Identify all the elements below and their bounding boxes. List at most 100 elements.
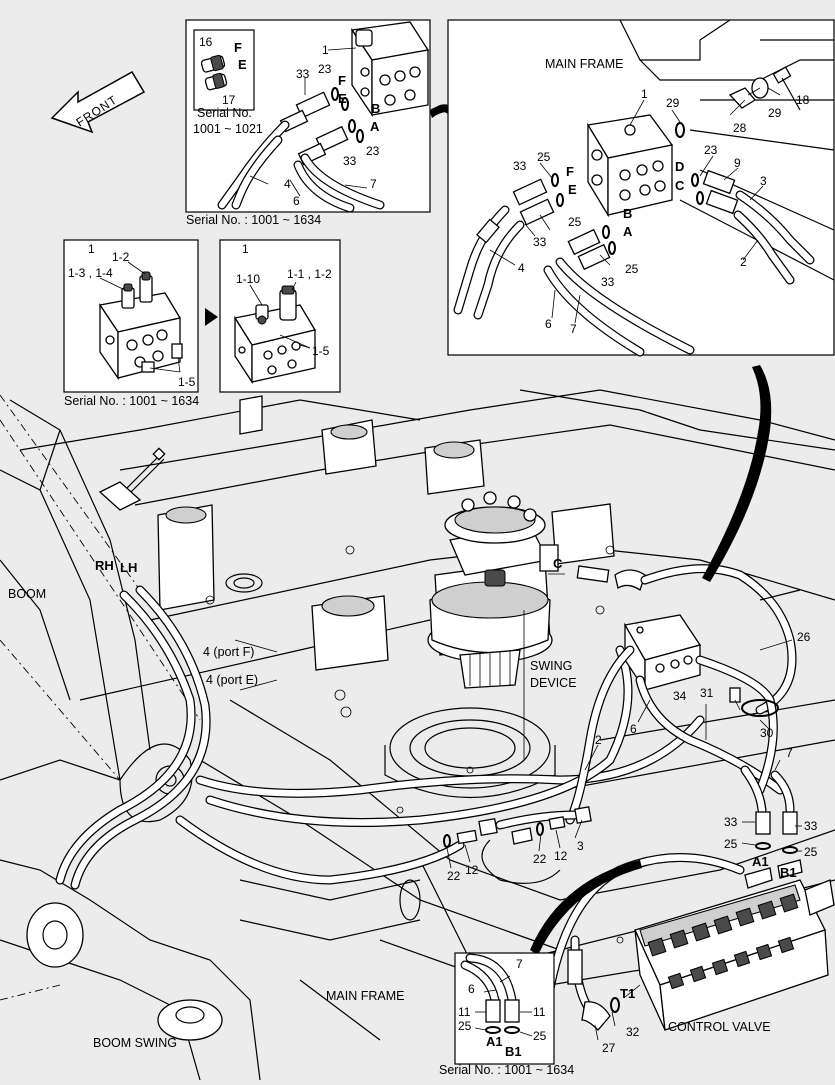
bottom-inset-title: MAIN FRAME <box>326 989 404 1003</box>
label-7-main: 7 <box>786 746 793 760</box>
mf-label-28: 28 <box>733 121 747 135</box>
vr-label-1-1-1-2: 1-1 , 1-2 <box>287 267 332 281</box>
label-17: 17 <box>222 93 236 107</box>
inset-main-frame-labels: MAIN FRAME 1 29 18 28 29 33 25 F E 25 33… <box>513 57 810 336</box>
main-frame-title: MAIN FRAME <box>545 57 623 71</box>
label-25-right: 25 <box>804 845 818 859</box>
label-port-a-top: A <box>370 119 380 134</box>
mf-label-29b: 29 <box>768 106 782 120</box>
label-33-top-b: 33 <box>343 154 357 168</box>
label-23-top-b: 23 <box>366 144 380 158</box>
port-c-fitting <box>576 564 801 715</box>
label-31: 31 <box>700 686 714 700</box>
label-33-top: 33 <box>296 67 310 81</box>
inset-valve-left-labels: 1 1-2 1-3 , 1-4 1-5 Serial No. : 1001 ~ … <box>64 242 199 408</box>
inset-top-caption: Serial No. : 1001 ~ 1634 <box>186 213 321 227</box>
mf-label-3: 3 <box>760 174 767 188</box>
label-3-main: 3 <box>577 839 584 853</box>
vl-label-1: 1 <box>88 242 95 256</box>
swing-device <box>427 491 559 760</box>
bi-label-11-right: 11 <box>533 1005 546 1019</box>
label-33-left: 33 <box>724 815 738 829</box>
hose-3-with-fittings <box>443 806 592 884</box>
inset-bottom <box>454 952 555 1065</box>
label-34: 34 <box>673 689 687 703</box>
label-12-left: 12 <box>465 863 479 877</box>
vr-label-1-10: 1-10 <box>236 272 260 286</box>
bi-label-b1: B1 <box>505 1044 522 1059</box>
mf-label-1: 1 <box>641 87 648 101</box>
label-port-c: C <box>553 556 563 571</box>
mf-port-b: B <box>623 206 632 221</box>
mf-label-2: 2 <box>740 255 747 269</box>
control-valve <box>634 859 835 1031</box>
bi-label-a1: A1 <box>486 1034 503 1049</box>
label-port-e-hose: 4 (port E) <box>206 673 258 687</box>
label-control-valve: CONTROL VALVE <box>668 1020 771 1034</box>
mf-port-d: D <box>675 159 684 174</box>
label-33-right: 33 <box>804 819 818 833</box>
mf-label-33a: 33 <box>513 159 527 173</box>
label-rh: RH <box>95 558 114 573</box>
label-a1: A1 <box>752 854 769 869</box>
mf-port-f: F <box>566 164 574 179</box>
mf-label-25a: 25 <box>537 150 551 164</box>
inset-top-labels: 16 F E 17 1 33 23 F E B A 33 23 4 6 7 Se… <box>186 35 380 227</box>
inset-valve-right <box>219 239 341 393</box>
mf-port-e: E <box>568 182 577 197</box>
inset-top <box>185 19 431 213</box>
label-2-main: 2 <box>595 733 602 747</box>
label-12-right: 12 <box>554 849 568 863</box>
label-4-top: 4 <box>284 177 291 191</box>
label-port-e-top: E <box>338 91 347 106</box>
inset-valve-left <box>63 239 199 393</box>
mf-label-33b: 33 <box>533 235 547 249</box>
label-30: 30 <box>760 726 774 740</box>
label-1-top: 1 <box>322 43 329 57</box>
bi-label-7: 7 <box>516 957 523 971</box>
arrow-right-icon <box>205 308 218 326</box>
vl-label-1-5: 1-5 <box>178 375 196 389</box>
label-port-f-sub: F <box>234 40 242 55</box>
label-boom-swing: BOOM SWING <box>93 1036 177 1050</box>
vr-label-1-5: 1-5 <box>312 344 330 358</box>
mf-port-c: C <box>675 178 685 193</box>
label-port-f-top: F <box>338 73 346 88</box>
label-t1: T1 <box>620 986 635 1001</box>
sub-serial-line-2: 1001 ~ 1021 <box>193 122 263 136</box>
mf-port-a: A <box>623 224 633 239</box>
mf-label-6: 6 <box>545 317 552 331</box>
mf-label-25b: 25 <box>568 215 582 229</box>
label-22-left: 22 <box>447 869 461 883</box>
main-frame-valve-block <box>565 614 785 825</box>
label-lh: LH <box>120 560 137 575</box>
inset-valve-right-labels: 1 1-10 1-1 , 1-2 1-5 <box>236 242 332 358</box>
main-leader-lines <box>234 573 802 1041</box>
mf-label-33c: 33 <box>601 275 615 289</box>
boom-drawing <box>0 394 421 1081</box>
label-16: 16 <box>199 35 213 49</box>
label-7-top: 7 <box>370 177 377 191</box>
main-labels: RH LH BOOM BOOM SWING 4 (port F) 4 (port… <box>8 556 818 1055</box>
vr-label-1: 1 <box>242 242 249 256</box>
mf-label-9: 9 <box>734 156 741 170</box>
boom-hoses <box>55 585 705 890</box>
mf-label-7: 7 <box>570 322 577 336</box>
control-valve-fittings <box>740 765 798 854</box>
label-boom: BOOM <box>8 587 46 601</box>
mf-label-25c: 25 <box>625 262 639 276</box>
label-6-top: 6 <box>293 194 300 208</box>
label-port-b-top: B <box>371 101 380 116</box>
label-port-f-hose: 4 (port F) <box>203 645 254 659</box>
mf-label-23: 23 <box>704 143 718 157</box>
bi-label-25-right: 25 <box>533 1029 547 1043</box>
inset-bottom-labels: MAIN FRAME Serial No. : 1001 ~ 1634 7 6 … <box>326 957 574 1077</box>
label-25-left: 25 <box>724 837 738 851</box>
label-26: 26 <box>797 630 811 644</box>
label-6-main: 6 <box>630 722 637 736</box>
label-swing-line-1: SWING <box>530 659 572 673</box>
bi-label-6: 6 <box>468 982 475 996</box>
bottom-inset-caption: Serial No. : 1001 ~ 1634 <box>439 1063 574 1077</box>
label-b1: B1 <box>780 865 797 880</box>
